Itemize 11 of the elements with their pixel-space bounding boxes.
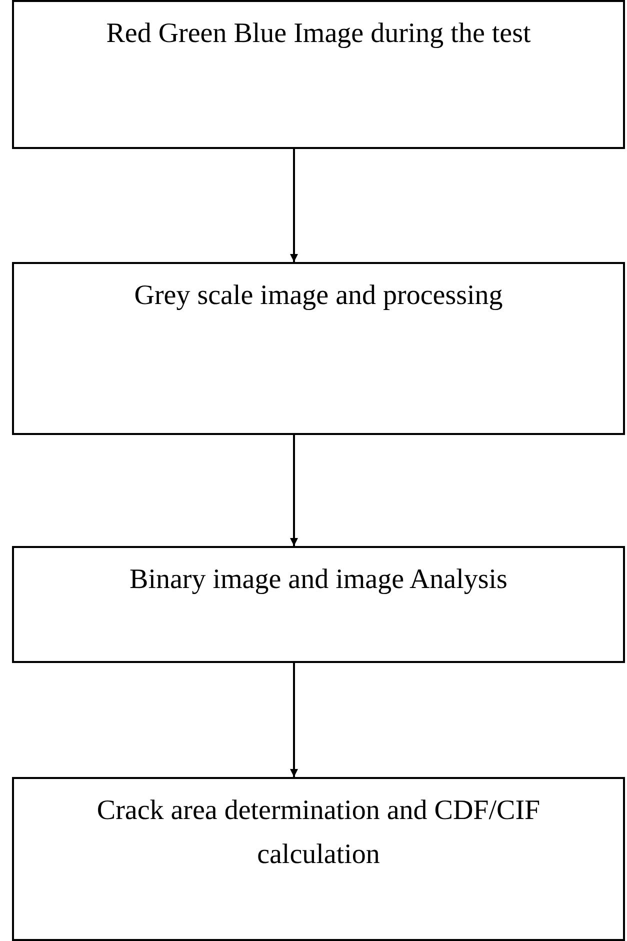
process-box	[12, 777, 625, 941]
box-label: Grey scale image and processing	[134, 279, 503, 313]
process-box	[12, 0, 625, 149]
box-label: Red Green Blue Image during the test	[106, 17, 531, 51]
arrow	[290, 663, 298, 777]
process-box	[12, 262, 625, 435]
arrow	[290, 435, 298, 546]
box-label: Crack area determination and CDF/CIF calculation	[96, 794, 542, 872]
arrow	[290, 149, 298, 262]
box-label: Binary image and image Analysis	[130, 563, 508, 597]
process-box	[12, 546, 625, 663]
